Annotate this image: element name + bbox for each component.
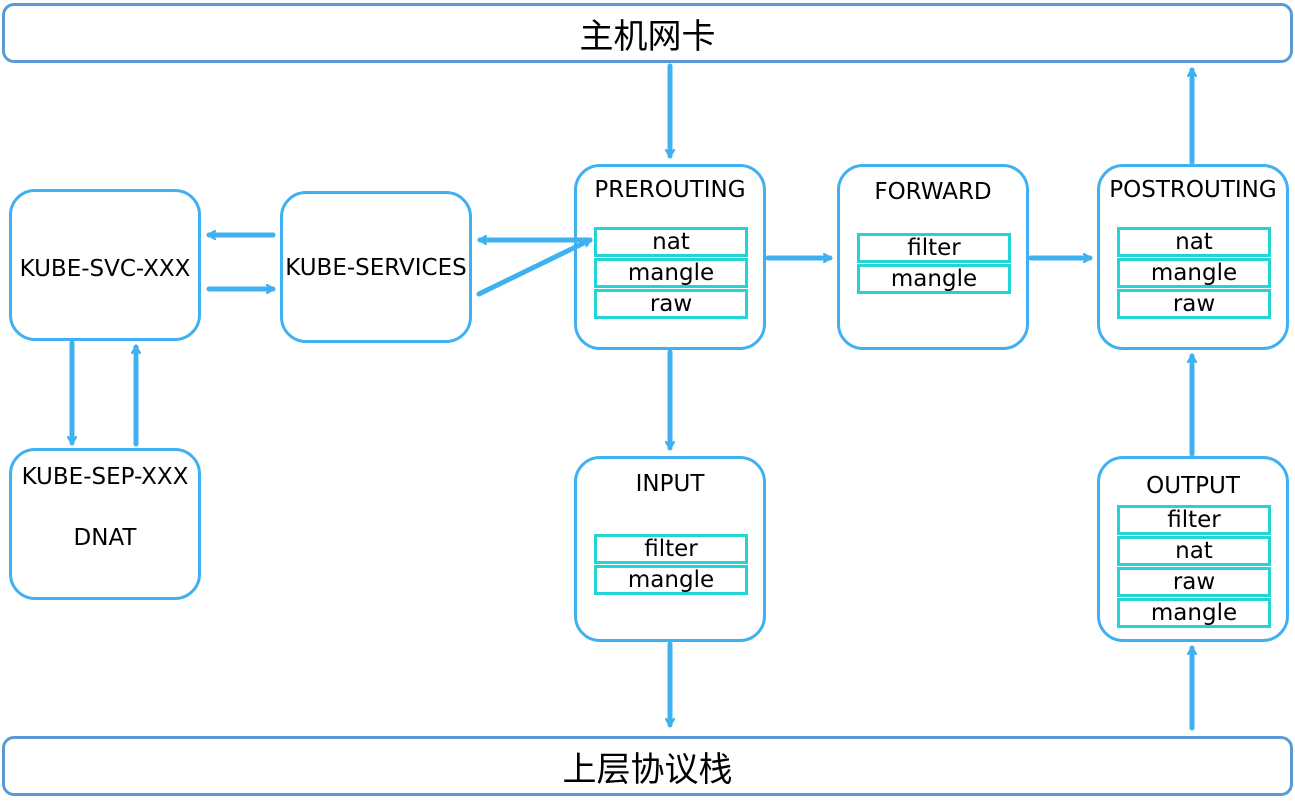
forward-table-mangle: mangle [857, 264, 1011, 294]
postrouting-table-mangle: mangle [1117, 258, 1271, 288]
output-table-nat: nat [1117, 536, 1271, 566]
prerouting-table-mangle: mangle [594, 258, 748, 288]
kube-services-chain: KUBE-SERVICES [280, 191, 472, 343]
arrow-kube-services-to-nat [476, 237, 593, 297]
input-chain: INPUT filter mangle [574, 456, 766, 642]
postrouting-chain: POSTROUTING nat mangle raw [1097, 164, 1289, 350]
kube-sep-chain: KUBE-SEP-XXX DNAT [9, 448, 201, 600]
upper-protocol-stack-label: 上层协议栈 [562, 749, 733, 790]
prerouting-table-nat: nat [594, 227, 748, 257]
output-table-mangle: mangle [1117, 598, 1271, 628]
dnat-label: DNAT [73, 525, 137, 551]
output-title: OUTPUT [1146, 473, 1240, 499]
upper-protocol-stack-bar: 上层协议栈 [2, 736, 1293, 796]
kube-services-label: KUBE-SERVICES [285, 255, 467, 281]
host-nic-label: 主机网卡 [579, 16, 716, 57]
postrouting-table-raw: raw [1117, 289, 1271, 319]
output-table-raw: raw [1117, 567, 1271, 597]
forward-title: FORWARD [874, 179, 992, 205]
forward-table-filter: filter [857, 233, 1011, 263]
kube-sep-label: KUBE-SEP-XXX [21, 464, 189, 490]
prerouting-chain: PREROUTING nat mangle raw [574, 164, 766, 350]
forward-chain: FORWARD filter mangle [837, 164, 1029, 350]
output-table-filter: filter [1117, 505, 1271, 535]
input-table-filter: filter [594, 534, 748, 564]
input-title: INPUT [635, 471, 705, 497]
postrouting-title: POSTROUTING [1109, 177, 1277, 203]
host-nic-bar: 主机网卡 [2, 3, 1293, 63]
kube-svc-label: KUBE-SVC-XXX [19, 256, 191, 282]
output-chain: OUTPUT filter nat raw mangle [1097, 456, 1289, 642]
prerouting-title: PREROUTING [594, 177, 746, 203]
input-table-mangle: mangle [594, 565, 748, 595]
prerouting-table-raw: raw [594, 289, 748, 319]
postrouting-table-nat: nat [1117, 227, 1271, 257]
kube-svc-chain: KUBE-SVC-XXX [9, 189, 201, 341]
